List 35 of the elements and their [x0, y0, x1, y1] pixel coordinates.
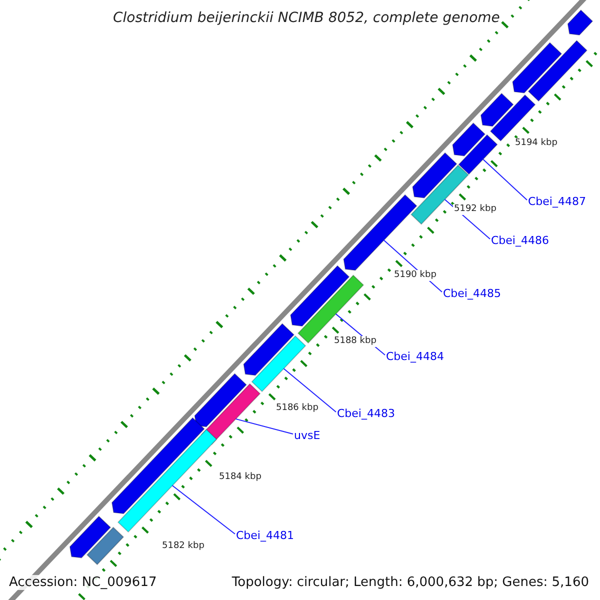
leader-line: [482, 158, 528, 200]
gene-label: Cbei_4481: [236, 530, 294, 541]
gene-bar: [251, 335, 306, 392]
gene-block: [567, 9, 594, 36]
scale-label: 5184 kbp: [218, 472, 262, 483]
scale-label: 5194 kbp: [514, 138, 558, 149]
gene-bar: [458, 134, 498, 175]
gene-block: [69, 516, 112, 558]
gene-block: [452, 122, 486, 156]
leader-line: [283, 368, 336, 412]
gene-block: [343, 194, 418, 271]
map-title: Clostridium beijerinckii NCIMB 8052, complete genome: [113, 11, 500, 25]
scale-label: 5188 kbp: [333, 336, 378, 347]
gene-bar: [86, 526, 124, 566]
scale-label: 5182 kbp: [161, 541, 206, 552]
gene-block: [243, 323, 295, 376]
gene-bar: [528, 40, 588, 102]
gene-label: Cbei_4484: [386, 351, 444, 362]
scale-label: 5192 kbp: [453, 204, 498, 215]
gene-label: Cbei_4487: [528, 196, 586, 207]
gene-block: [290, 265, 350, 327]
gene-label: Cbei_4486: [491, 235, 549, 246]
gene-block: [194, 372, 248, 428]
gene-label: Cbei_4483: [337, 408, 395, 419]
scale-label: 5190 kbp: [393, 270, 438, 281]
gene-label: uvsE: [294, 430, 320, 441]
gene-block: [412, 152, 458, 198]
gene-block: [111, 417, 205, 514]
gene-label: Cbei_4485: [443, 288, 501, 299]
gene-block: [480, 92, 514, 127]
leader-line: [235, 418, 294, 434]
gene-block: [512, 42, 562, 94]
leader-line: [172, 485, 236, 534]
scale-label: 5186 kbp: [275, 403, 320, 414]
gene-bar: [117, 428, 218, 533]
